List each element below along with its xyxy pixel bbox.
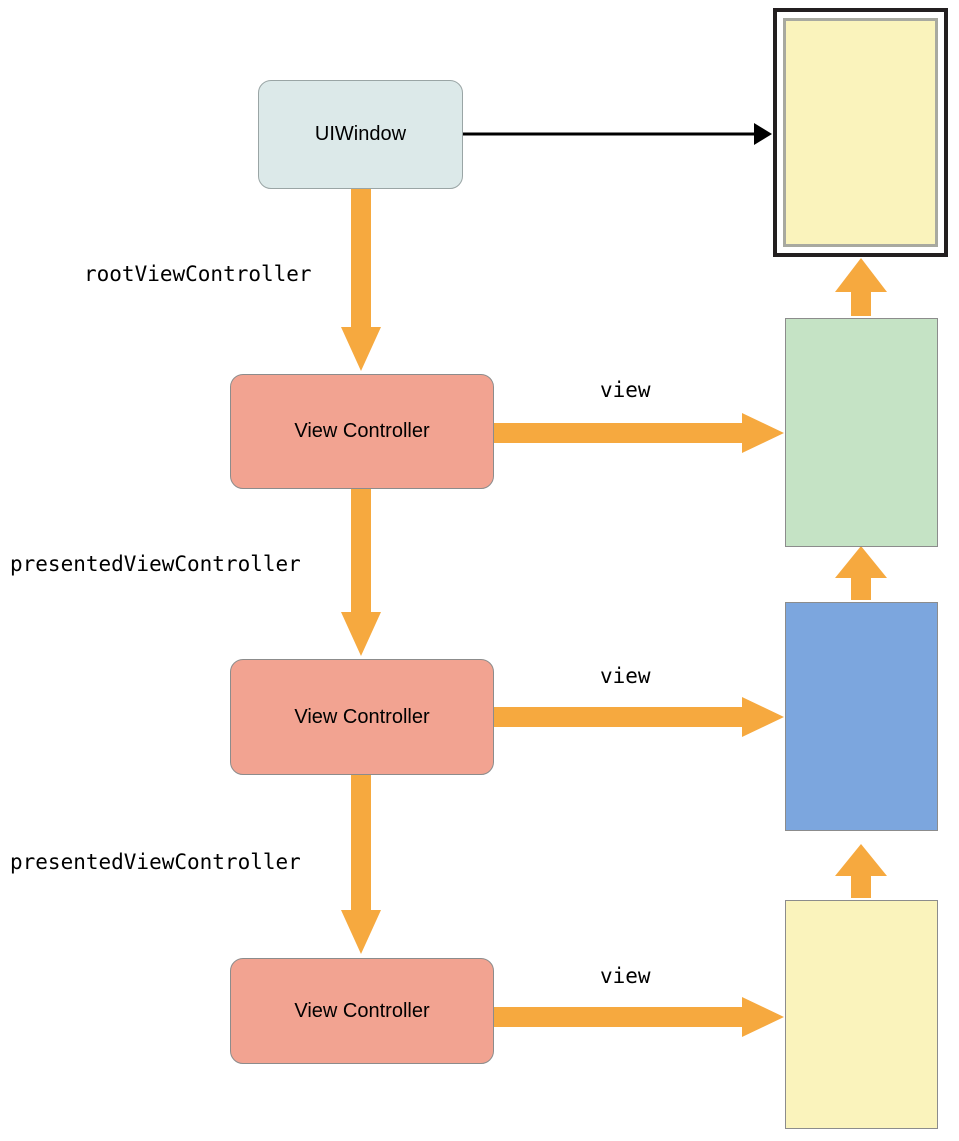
edge-label-view-1: view [600,378,651,402]
edge-view-2-arrow [494,697,784,737]
screen-frame [773,8,948,257]
edge-presented-view-controller-2-arrow [341,775,381,954]
green-view-rect [785,318,938,547]
edge-presented-view-controller-1-arrow [341,488,381,656]
node-view-controller-3: View Controller [230,958,494,1064]
edge-green-to-screen-arrow [835,258,887,316]
edge-label-view-2: view [600,664,651,688]
edge-label-presented-view-controller-2: presentedViewController [10,850,301,874]
node-view-controller-2: View Controller [230,659,494,775]
edge-view-1-arrow [494,413,784,453]
edge-blue-to-green-arrow [835,546,887,600]
edge-label-root-view-controller: rootViewController [84,262,312,286]
blue-view-rect [785,602,938,831]
node-uiwindow: UIWindow [258,80,463,189]
edge-label-presented-view-controller-1: presentedViewController [10,552,301,576]
edge-view-3-arrow [494,997,784,1037]
node-view-controller-1: View Controller [230,374,494,489]
yellow-view-rect [785,900,938,1129]
edge-root-view-controller-arrow [341,188,381,371]
edge-window-to-screen-arrow [462,123,772,145]
edge-yellow-to-blue-arrow [835,844,887,898]
screen-content [783,18,938,247]
edge-label-view-3: view [600,964,651,988]
